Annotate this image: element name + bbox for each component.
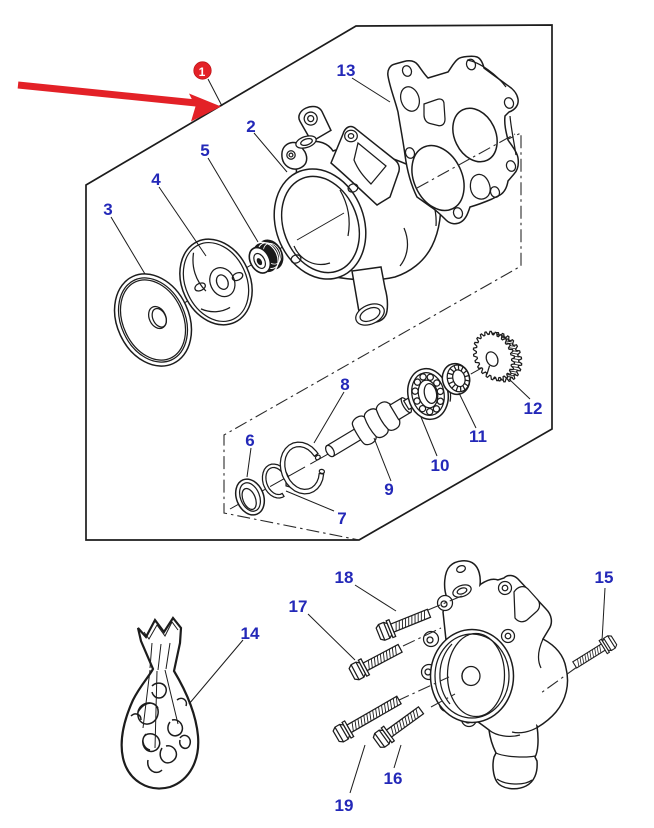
svg-text:4: 4 <box>151 170 161 189</box>
svg-text:9: 9 <box>384 480 393 499</box>
svg-text:2: 2 <box>246 117 255 136</box>
svg-text:10: 10 <box>431 456 450 475</box>
svg-text:7: 7 <box>337 509 346 528</box>
svg-text:18: 18 <box>335 568 354 587</box>
svg-text:14: 14 <box>241 624 260 643</box>
svg-text:5: 5 <box>200 141 209 160</box>
svg-text:3: 3 <box>103 200 112 219</box>
svg-text:16: 16 <box>384 769 403 788</box>
svg-text:8: 8 <box>340 375 349 394</box>
svg-text:6: 6 <box>245 431 254 450</box>
svg-text:13: 13 <box>337 61 356 80</box>
svg-text:19: 19 <box>335 796 354 815</box>
svg-text:11: 11 <box>469 427 487 446</box>
svg-text:15: 15 <box>595 568 614 587</box>
svg-text:1: 1 <box>199 65 206 79</box>
svg-text:12: 12 <box>524 399 543 418</box>
svg-text:17: 17 <box>289 597 308 616</box>
